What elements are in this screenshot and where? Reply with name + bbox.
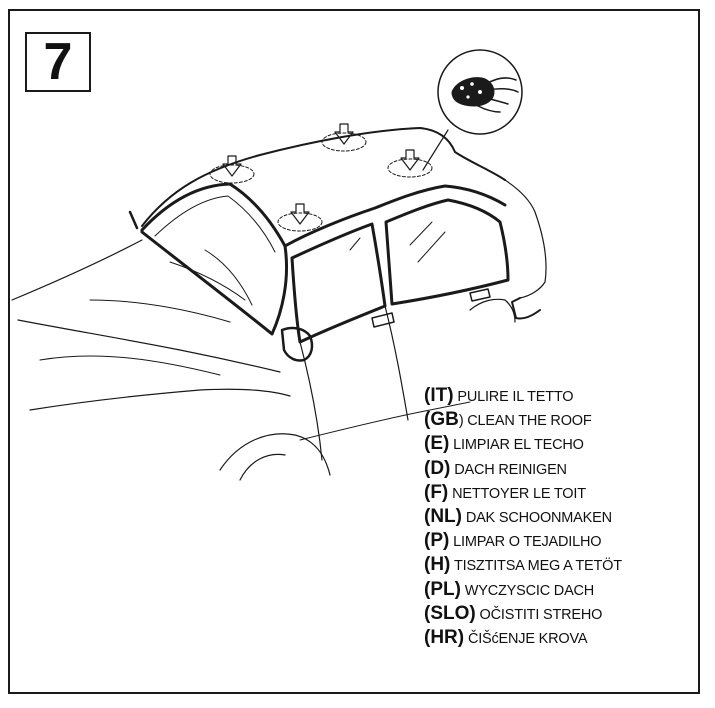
car-hood [11,239,281,373]
windshield-inner [154,195,276,253]
instruction-nl: (NL) DAK SCHOONMAKEN [424,505,612,527]
rear-side-window [384,198,510,306]
car-a-pillar [283,184,507,248]
detail-circle [437,49,523,135]
side-mirror [280,326,314,362]
roof-spot-1 [209,164,255,184]
down-arrow-icon [222,155,242,177]
instruction-d: (D) DACH REINIGEN [424,457,567,479]
rear-body [504,179,547,299]
instruction-pl: (PL) WYCZYSCIC DACH [424,578,595,600]
roof-spot-2 [321,132,367,152]
front-fender [29,388,291,411]
callout-line [422,129,449,171]
rear-wheel-arch [469,298,516,323]
hand-with-sponge-icon [451,77,519,113]
instruction-f: (F) NETTOYER LE TOIT [424,481,586,503]
instruction-slo: (SLO) OČISTITI STREHO [424,602,603,624]
door-handle-rear [469,288,491,302]
instruction-h: (H) TISZTITSA MEG A TETÖT [424,554,622,576]
wiper [169,249,253,306]
down-arrow-icon [290,203,310,225]
step-number: 7 [25,32,91,92]
door-panel-front [299,305,409,461]
car-roof [141,127,506,227]
antenna [128,210,139,230]
instruction-e: (E) LIMPIAR EL TECHO [424,433,584,455]
hood-crease [39,299,231,376]
rear-bumper [511,297,541,320]
down-arrow-icon [334,123,354,145]
down-arrow-icon [400,149,420,171]
door-handle-front [371,312,395,328]
instruction-hr: (HR) ČIŠćENJE KROVA [424,626,588,648]
instruction-it: (IT) PULIRE IL TETTO [424,385,574,406]
instruction-p: (P) LIMPAR O TEJADILHO [424,530,602,552]
car-windshield [140,182,289,336]
front-side-window [290,222,387,344]
front-wheel-arch [219,433,331,481]
roof-spot-4 [387,158,433,178]
sill-line [299,401,471,441]
instruction-list: (IT) PULIRE IL TETTO (GB) CLEAN THE ROOF… [424,384,704,650]
instruction-gb: (GB) CLEAN THE ROOF [424,409,592,431]
diagram-frame [8,9,700,694]
window-reflection [349,221,446,263]
roof-spot-3 [277,212,323,232]
